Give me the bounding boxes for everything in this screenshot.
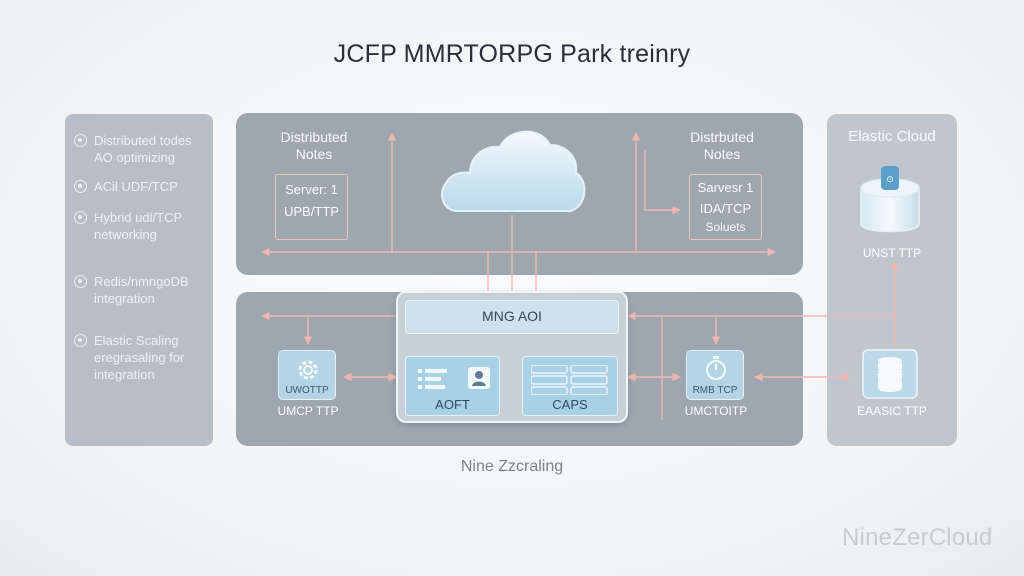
sidebar: Distributed todes AO optimizing ACil UDF… [65,114,213,446]
mng-api-box[interactable]: MNG AOI [405,300,619,334]
watermark: NineZerCloud [842,524,993,551]
list-icon [531,365,608,395]
service-inner-label: UWOTTP [285,385,329,396]
sidebar-item-udp[interactable]: ACil UDF/TCP [74,178,209,195]
aoft-module[interactable]: AOFT [405,356,500,416]
service-inner-label: RMB TCP [692,385,738,396]
server-name: Sarvesr 1 [697,180,754,195]
server-protocol: UPB/TTP [284,204,339,219]
tcp-service-caption: UMCTOITP [684,404,748,418]
sidebar-item-label: ACil UDF/TCP [94,179,178,194]
sidebar-item-label: Elastic Scaling eregrasaling for integra… [94,333,185,382]
svg-text:⊙: ⊙ [886,175,894,185]
sidebar-item-label: Redis/nmngoDB integration [94,274,189,306]
bullet-icon [74,180,87,193]
cylinder-icon[interactable]: ⊙ [857,160,923,238]
footer-caption: Nine Zzcraling [460,458,564,475]
bullet-icon [74,334,87,347]
list-icon [418,369,447,389]
caps-label: CAPS [552,397,588,412]
elastic-top-caption: UNST TTP [862,246,922,260]
cloud-icon[interactable] [436,125,588,215]
tcp-service-node[interactable]: RMB TCP [686,350,744,400]
sidebar-item-label: Distributed todes AO optimizing [94,133,192,165]
udp-service-caption: UMCP TTP [277,404,339,418]
distributed-nodes-right-heading: Distrbuted Notes [690,129,754,162]
caps-module[interactable]: CAPS [522,356,618,416]
elastic-bottom-caption: EAASIC TTP [857,404,927,418]
distributed-nodes-left-heading: Distributed Notes [280,129,348,162]
server-protocol: IDA/TCP [699,201,752,216]
page-title: JCFP MMRTORPG Park treinry [333,40,691,68]
user-icon [468,367,490,389]
gear-icon [298,360,318,380]
server-note: Soluets [705,220,746,234]
sidebar-item-distributed[interactable]: Distributed todes AO optimizing [74,132,209,166]
database-icon[interactable] [862,349,918,399]
sidebar-item-hybrid[interactable]: Hybrid udl/TCP networking [74,209,209,243]
bullet-icon [74,211,87,224]
sidebar-item-redis[interactable]: Redis/nmngoDB integration [74,273,209,307]
stopwatch-icon [706,356,726,380]
server-node-right[interactable]: Sarvesr 1 IDA/TCP Soluets [689,174,762,240]
sidebar-item-elastic[interactable]: Elastic Scaling eregrasaling for integra… [74,332,209,383]
server-name: Server: 1 [285,182,338,197]
bullet-icon [74,275,87,288]
elastic-cloud-heading: Elastic Cloud [848,128,936,145]
aoft-label: AOFT [435,397,470,412]
sidebar-item-label: Hybrid udl/TCP networking [94,210,182,242]
udp-service-node[interactable]: UWOTTP [278,350,336,400]
server-node-left[interactable]: Server: 1 UPB/TTP [275,174,348,240]
bullet-icon [74,134,87,147]
